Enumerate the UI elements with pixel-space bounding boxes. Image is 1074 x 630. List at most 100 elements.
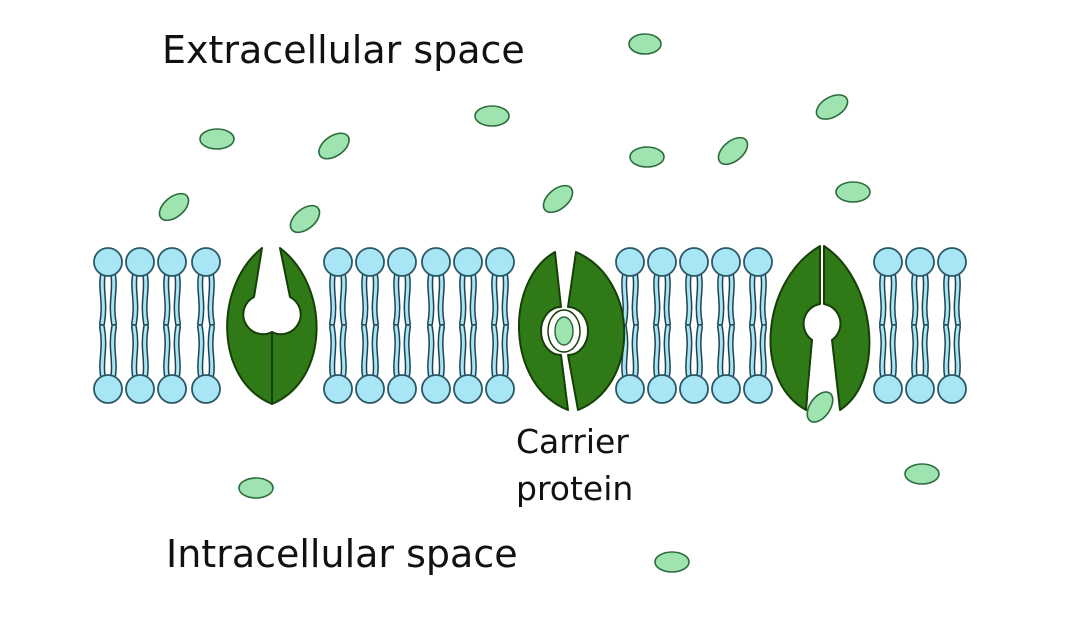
extracellular-space-label: Extracellular space	[162, 28, 525, 72]
lipid-head-lower	[905, 374, 935, 404]
solute-molecule	[904, 463, 940, 485]
lipid-tail-lower-fill	[132, 325, 148, 379]
solute-molecule	[628, 33, 662, 55]
lipid-tail-lower-fill	[164, 325, 180, 379]
lipid-head-lower	[125, 374, 155, 404]
lipid-head-upper	[387, 247, 417, 277]
phospholipid-pair	[679, 247, 709, 404]
lipid-tail-upper-fill	[686, 272, 702, 326]
phospholipid-pair	[711, 247, 741, 404]
lipid-head-upper	[191, 247, 221, 277]
lipid-head-lower	[679, 374, 709, 404]
lipid-head-lower	[157, 374, 187, 404]
phospholipid-pair	[191, 247, 221, 404]
phospholipid-pair	[125, 247, 155, 404]
lipid-head-upper	[125, 247, 155, 277]
phospholipid-pair	[323, 247, 353, 404]
lipid-head-upper	[679, 247, 709, 277]
solute-molecule	[815, 94, 849, 120]
solute-molecule	[318, 132, 350, 160]
lipid-head-upper	[323, 247, 353, 277]
lipid-head-upper	[905, 247, 935, 277]
lipid-tail-lower-fill	[492, 325, 508, 379]
phospholipid-pair	[421, 247, 451, 404]
lipid-tail-upper-fill	[428, 272, 444, 326]
solute-molecule	[806, 391, 834, 423]
lipid-tail-lower-fill	[362, 325, 378, 379]
lipid-tail-upper-fill	[132, 272, 148, 326]
lipid-head-upper	[647, 247, 677, 277]
lipid-tail-upper-fill	[100, 272, 116, 326]
lipid-bilayer	[93, 247, 967, 404]
lipid-tail-upper-fill	[718, 272, 734, 326]
lipid-tail-lower-fill	[944, 325, 960, 379]
carrier-protein-open-outside	[226, 210, 318, 405]
lipid-tail-upper-fill	[880, 272, 896, 326]
lipid-tail-upper-fill	[912, 272, 928, 326]
lipid-head-upper	[743, 247, 773, 277]
lipid-tail-lower-fill	[912, 325, 928, 379]
lipid-tail-lower-fill	[718, 325, 734, 379]
phospholipid-pair	[743, 247, 773, 404]
carrier-protein-half-left	[226, 247, 273, 405]
lipid-head-lower	[191, 374, 221, 404]
carrier-protein-half-left	[769, 245, 821, 411]
phospholipid-pair	[387, 247, 417, 404]
phospholipid-pair	[873, 247, 903, 404]
carrier-label-line2: protein	[516, 469, 634, 508]
lipid-tail-lower-fill	[100, 325, 116, 379]
lipid-head-upper	[453, 247, 483, 277]
intracellular-space-label: Intracellular space	[166, 532, 518, 576]
lipid-tail-lower-fill	[654, 325, 670, 379]
lipid-head-lower	[937, 374, 967, 404]
lipid-head-lower	[711, 374, 741, 404]
carrier-protein-half-right	[823, 245, 871, 411]
lipid-tail-lower-fill	[394, 325, 410, 379]
lipid-tail-lower-fill	[750, 325, 766, 379]
lipid-head-upper	[937, 247, 967, 277]
lipid-tail-lower-fill	[330, 325, 346, 379]
lipid-head-lower	[323, 374, 353, 404]
lipid-head-lower	[355, 374, 385, 404]
lipid-head-upper	[157, 247, 187, 277]
lipid-tail-upper-fill	[198, 272, 214, 326]
lipid-head-upper	[711, 247, 741, 277]
lipid-head-lower	[615, 374, 645, 404]
phospholipid-pair	[615, 247, 645, 404]
carrier-protein-half-right	[567, 251, 626, 411]
carrier-protein-half-left	[518, 251, 569, 411]
lipid-tail-upper-fill	[654, 272, 670, 326]
lipid-tail-upper-fill	[492, 272, 508, 326]
exit-channel	[808, 332, 836, 395]
carrier-protein-open-inside	[769, 245, 871, 411]
lipid-tail-upper-fill	[394, 272, 410, 326]
lipid-head-lower	[453, 374, 483, 404]
phospholipid-pair	[485, 247, 515, 404]
solute-molecule	[158, 192, 190, 222]
lipid-tail-upper-fill	[460, 272, 476, 326]
solute-molecule	[835, 181, 871, 203]
lipid-head-lower	[93, 374, 123, 404]
solute-molecule	[199, 128, 235, 150]
solute-molecule	[654, 551, 690, 573]
lipid-head-lower	[647, 374, 677, 404]
lipid-head-lower	[873, 374, 903, 404]
lipid-tail-upper-fill	[750, 272, 766, 326]
lipid-head-upper	[93, 247, 123, 277]
lipid-head-lower	[387, 374, 417, 404]
phospholipid-pair	[93, 247, 123, 404]
solute-molecule	[629, 146, 665, 168]
solute-molecule	[542, 184, 574, 214]
carrier-protein-label: Carrier protein	[516, 418, 633, 512]
lipid-head-lower	[421, 374, 451, 404]
lipid-head-lower	[485, 374, 515, 404]
solute-molecule	[717, 136, 749, 166]
lipid-head-upper	[615, 247, 645, 277]
solute-molecules	[158, 33, 940, 573]
lipid-tail-upper-fill	[362, 272, 378, 326]
phospholipid-pair	[157, 247, 187, 404]
lipid-head-upper	[873, 247, 903, 277]
phospholipid-pair	[355, 247, 385, 404]
